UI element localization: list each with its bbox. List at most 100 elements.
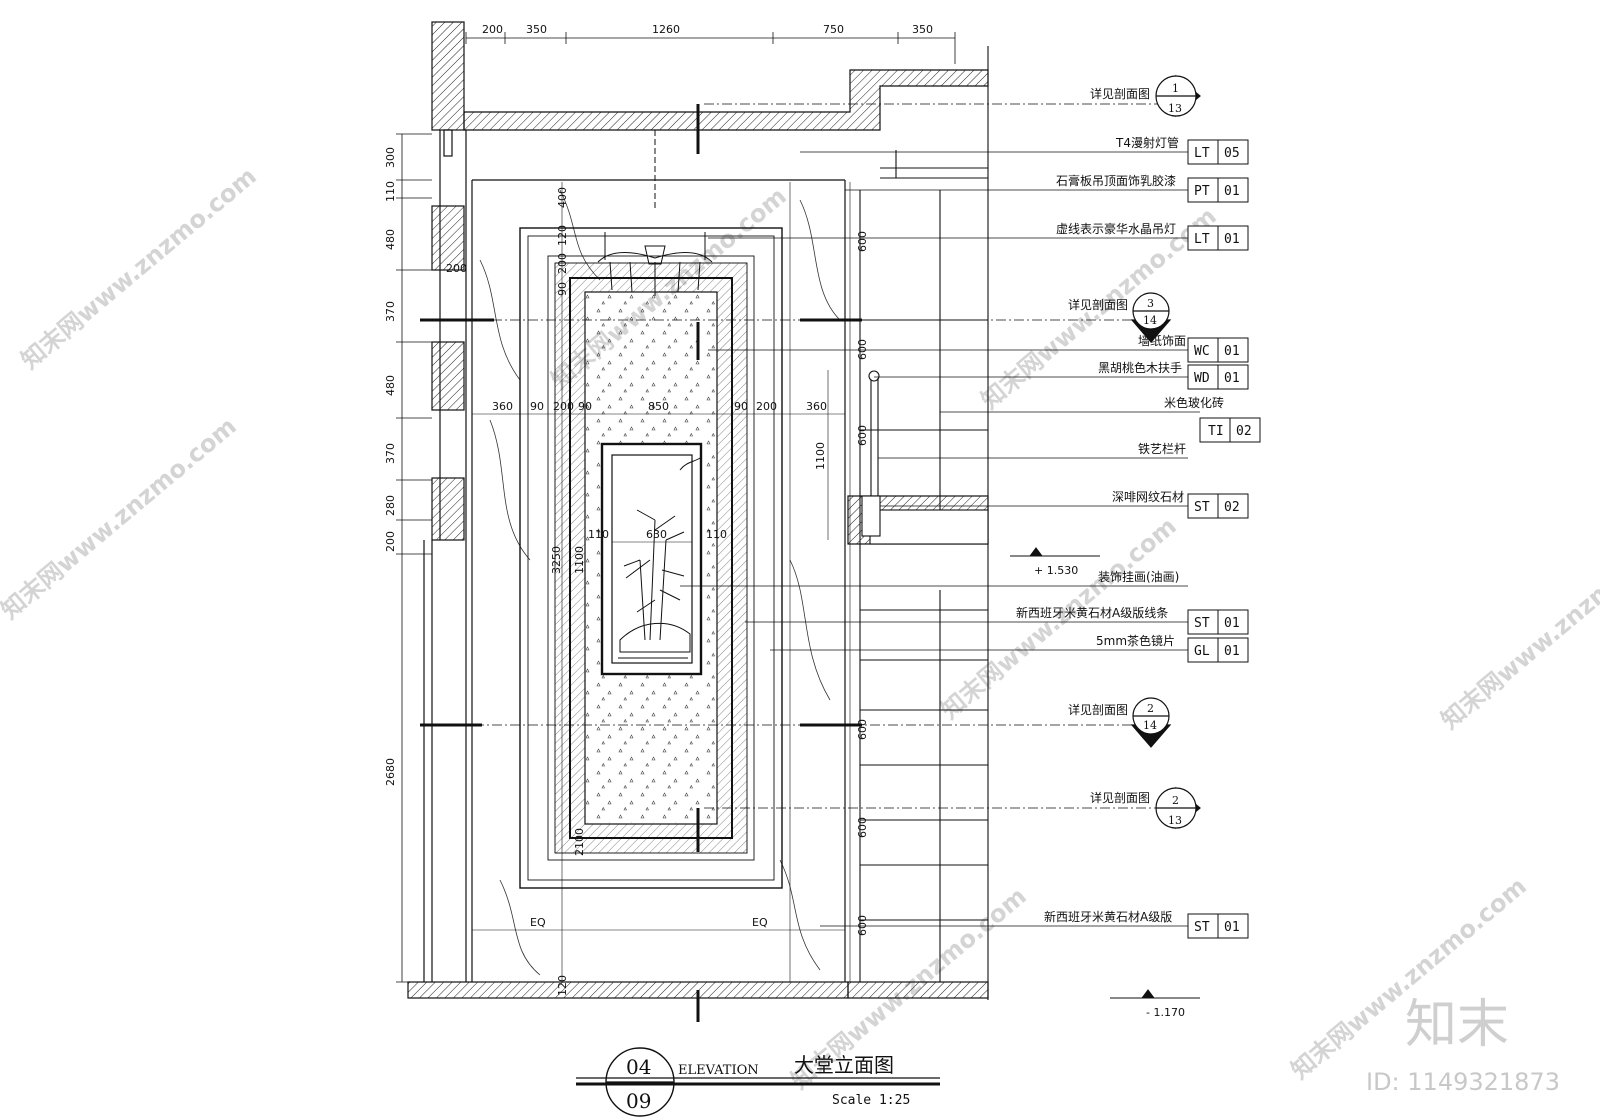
callout-text: 虚线表示豪华水晶吊灯 (1056, 221, 1176, 236)
tag-code: LT (1194, 146, 1210, 161)
inner-dim: 90 (578, 400, 592, 413)
tag-num: 01 (1224, 644, 1240, 659)
inner-dim: 120 (556, 975, 569, 996)
inner-dim: 200 (553, 400, 574, 413)
inner-dimension-lines (472, 182, 851, 982)
left-dim: 2680 (384, 758, 397, 786)
section-sheet: 13 (1168, 814, 1182, 827)
leader-lines (680, 151, 1200, 927)
watermark-site: 知末网www.znzmo.com (0, 412, 242, 625)
tag-num: 02 (1224, 500, 1240, 515)
left-dim: 280 (384, 495, 397, 516)
sheet-number: 09 (626, 1089, 651, 1113)
left-dim: 200 (384, 531, 397, 552)
top-dim: 200 (482, 23, 503, 36)
floor-slab (407, 981, 989, 999)
elevation-label: ELEVATION (678, 1063, 759, 1078)
left-dim: 370 (384, 301, 397, 322)
section-symbols (1130, 74, 1201, 830)
callout-text: 铁艺栏杆 (1138, 441, 1186, 456)
title-block (576, 1047, 940, 1117)
tag-code: WD (1194, 371, 1210, 386)
inner-dim: 600 (856, 817, 869, 838)
callout-text: T4漫射灯管 (1115, 135, 1179, 150)
inner-dim: 200 (446, 262, 467, 275)
callout-text: 5mm茶色镜片 (1096, 633, 1175, 648)
inner-dim: EQ (530, 916, 546, 929)
inner-dim: 1100 (814, 442, 827, 470)
tag-code: ST (1194, 500, 1210, 515)
left-wall (423, 130, 473, 982)
inner-dim: 600 (856, 915, 869, 936)
section-label: 详见剖面图 (1090, 86, 1150, 101)
callout-text: 石膏板吊顶面饰乳胶漆 (1056, 173, 1176, 188)
section-label: 详见剖面图 (1068, 702, 1128, 717)
inner-dim: 110 (588, 528, 609, 541)
tag-num: 01 (1224, 184, 1240, 199)
section-sheet: 13 (1168, 102, 1182, 115)
inner-dim: 630 (646, 528, 667, 541)
watermark-layer: 知末网www.znzmo.com 知末网www.znzmo.com 知末网www… (0, 162, 1600, 1095)
tag-code: ST (1194, 920, 1210, 935)
section-cut-lines (420, 103, 1170, 809)
callout-text: 新西班牙米黄石材A级版 (1044, 909, 1172, 924)
callout-text: 米色玻化砖 (1164, 395, 1224, 410)
drawing-title: 大堂立面图 (794, 1053, 894, 1077)
inner-dim: 90 (734, 400, 748, 413)
callout-text: 装饰挂画(油画) (1098, 570, 1179, 584)
top-dim: 350 (912, 23, 933, 36)
inner-dim: 600 (856, 231, 869, 252)
tag-code: TI (1208, 424, 1224, 439)
section-sheet: 14 (1143, 719, 1157, 732)
level-markers (1010, 547, 1200, 999)
section-label: 详见剖面图 (1068, 297, 1128, 312)
drawing-number: 04 (626, 1055, 651, 1079)
left-dim: 110 (384, 181, 397, 202)
inner-dim: 200 (556, 253, 569, 274)
watermark-brand: 知末 (1405, 995, 1509, 1055)
tag-num: 01 (1224, 371, 1240, 386)
inner-dim: 200 (756, 400, 777, 413)
left-dim: 370 (384, 443, 397, 464)
section-label: 详见剖面图 (1090, 790, 1150, 805)
inner-dim: EQ (752, 916, 768, 929)
callout-text: 黑胡桃色木扶手 (1098, 360, 1182, 375)
inner-dim: 90 (556, 282, 569, 296)
material-tags (1187, 139, 1261, 939)
section-sheet: 14 (1143, 314, 1157, 327)
inner-dim: 600 (856, 719, 869, 740)
watermark-site: 知末网www.znzmo.com (1436, 522, 1600, 735)
top-dim: 1260 (652, 23, 680, 36)
tag-code: ST (1194, 616, 1210, 631)
inner-dim: 360 (492, 400, 513, 413)
tag-code: WC (1194, 344, 1210, 359)
tag-num: 01 (1224, 616, 1240, 631)
level-lower: - 1.170 (1146, 1006, 1185, 1019)
wall-panel (472, 130, 846, 982)
section-num: 1 (1172, 82, 1179, 95)
inner-dim: 110 (706, 528, 727, 541)
ceiling-slab (431, 21, 989, 157)
chandelier (597, 130, 713, 296)
top-dim: 350 (526, 23, 547, 36)
inner-dim: 600 (856, 339, 869, 360)
section-num: 2 (1172, 794, 1179, 807)
bamboo-painting (618, 457, 701, 659)
drawing-scale: Scale 1:25 (832, 1093, 910, 1108)
tag-code: GL (1194, 644, 1210, 659)
inner-dim: 2100 (573, 828, 586, 856)
callout-text: 新西班牙米黄石材A级版线条 (1016, 605, 1168, 620)
tag-num: 05 (1224, 146, 1240, 161)
callout-text: 深啡网纹石材 (1112, 490, 1184, 504)
callout-text: 墙纸饰面 (1138, 334, 1186, 348)
inner-dim: 600 (856, 425, 869, 446)
tag-num: 01 (1224, 232, 1240, 247)
inner-dim: 120 (556, 225, 569, 246)
left-dim: 300 (384, 147, 397, 168)
inner-dim: 90 (530, 400, 544, 413)
inner-dim: 360 (806, 400, 827, 413)
tag-code: LT (1194, 232, 1210, 247)
right-structure (847, 46, 989, 1000)
inner-dim: 400 (556, 187, 569, 208)
